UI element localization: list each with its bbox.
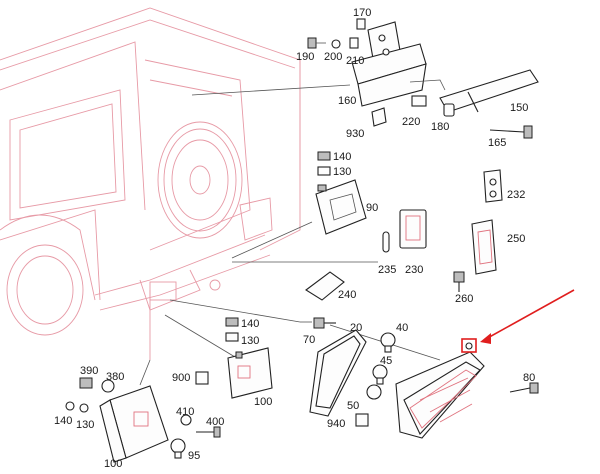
- bracket-232: [483, 169, 503, 203]
- cap-nut-130-upper: [317, 166, 331, 176]
- callout-80[interactable]: 80: [523, 372, 535, 384]
- nut-170: [356, 18, 366, 30]
- lamp-100-middle: [227, 347, 273, 399]
- bolt-190: [307, 37, 326, 49]
- bulb-50: [366, 384, 382, 400]
- plug-940: [355, 413, 369, 427]
- callout-95[interactable]: 95: [188, 450, 200, 462]
- callout-130-lower[interactable]: 130: [241, 335, 259, 347]
- callout-260[interactable]: 260: [455, 293, 473, 305]
- callout-140-upper[interactable]: 140: [333, 151, 351, 163]
- highlighted-part-box[interactable]: [461, 338, 477, 353]
- callout-940[interactable]: 940: [327, 418, 345, 430]
- callout-390[interactable]: 390: [80, 365, 98, 377]
- socket-180: [443, 103, 455, 117]
- bulb-95: [170, 438, 186, 459]
- callout-20[interactable]: 20: [350, 322, 362, 334]
- callout-140-lower[interactable]: 140: [241, 318, 259, 330]
- tail-lamp-assembly: [395, 351, 485, 439]
- callout-235[interactable]: 235: [378, 264, 396, 276]
- bulb-410: [180, 414, 192, 426]
- callout-930[interactable]: 930: [346, 128, 364, 140]
- callout-170[interactable]: 170: [353, 7, 371, 19]
- cap-nut-140-lower: [225, 317, 239, 327]
- callout-50[interactable]: 50: [347, 400, 359, 412]
- bulb-380: [101, 379, 115, 393]
- cap-nut-130-lower: [225, 332, 239, 342]
- callout-240[interactable]: 240: [338, 289, 356, 301]
- nut-210: [349, 37, 359, 49]
- callout-90[interactable]: 90: [366, 202, 378, 214]
- screw-80: [509, 382, 539, 394]
- nut-390: [79, 377, 93, 389]
- vehicle-rear-outline: [0, 7, 301, 360]
- callout-100-bottom[interactable]: 100: [104, 458, 122, 470]
- screw-260: [453, 271, 465, 292]
- plate-lamp-bracket-160: [351, 21, 446, 107]
- highlight-annotation: [461, 289, 575, 353]
- callout-400[interactable]: 400: [206, 416, 224, 428]
- callout-380[interactable]: 380: [106, 371, 124, 383]
- callout-165[interactable]: 165: [488, 137, 506, 149]
- callout-180[interactable]: 180: [431, 121, 449, 133]
- cap-nut-140-upper: [317, 151, 331, 161]
- callout-250[interactable]: 250: [507, 233, 525, 245]
- gasket-20: [309, 329, 367, 417]
- callout-210[interactable]: 210: [346, 55, 364, 67]
- callout-100-middle[interactable]: 100: [254, 396, 272, 408]
- highlighted-part-marker: [465, 342, 473, 350]
- callout-40[interactable]: 40: [396, 322, 408, 334]
- bulb-235: [382, 231, 390, 253]
- callout-200[interactable]: 200: [324, 51, 342, 63]
- bulb-220: [411, 95, 427, 107]
- switch-230: [399, 209, 427, 249]
- washer-200: [331, 39, 341, 49]
- callout-70[interactable]: 70: [303, 334, 315, 346]
- callout-232[interactable]: 232: [507, 189, 525, 201]
- callout-230[interactable]: 230: [405, 264, 423, 276]
- callout-150[interactable]: 150: [510, 102, 528, 114]
- callout-45[interactable]: 45: [380, 355, 392, 367]
- reflector-250: [471, 219, 497, 275]
- washer-130-left: [79, 403, 89, 413]
- lamp-100-bottom: [99, 385, 169, 463]
- screw-400: [196, 426, 221, 438]
- callout-220[interactable]: 220: [402, 116, 420, 128]
- screw-70: [313, 317, 336, 329]
- washer-140-left: [65, 401, 75, 411]
- bulb-45: [372, 364, 388, 385]
- callout-140-left[interactable]: 140: [54, 415, 72, 427]
- grommet-930: [371, 107, 387, 127]
- callout-130-upper[interactable]: 130: [333, 166, 351, 178]
- callout-130-left[interactable]: 130: [76, 419, 94, 431]
- bulb-40: [380, 332, 396, 353]
- callout-900[interactable]: 900: [172, 372, 190, 384]
- screw-165: [489, 125, 533, 139]
- lamp-240: [305, 271, 345, 301]
- callout-190[interactable]: 190: [296, 51, 314, 63]
- fog-lamp-90: [315, 179, 367, 235]
- callout-160[interactable]: 160: [338, 95, 356, 107]
- callout-labels: 170 190 200 210 160 150 220 180 930 165 …: [54, 7, 535, 470]
- plug-900: [195, 371, 209, 385]
- callout-410[interactable]: 410: [176, 406, 194, 418]
